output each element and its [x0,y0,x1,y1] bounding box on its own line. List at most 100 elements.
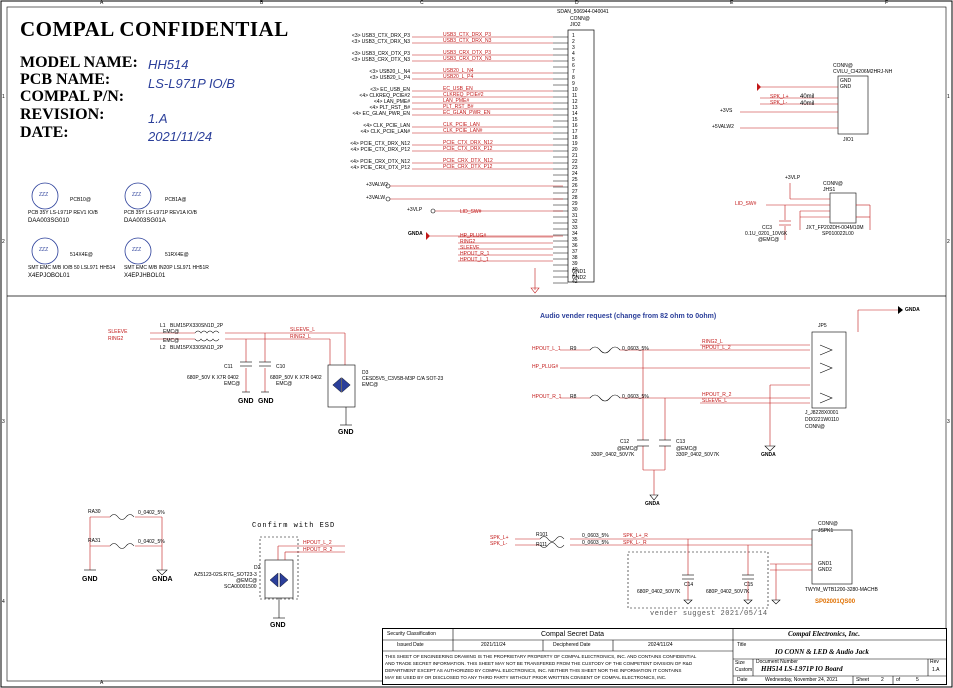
pcb1-pn: DAA003SG010 [28,218,70,224]
pcb-name-key: PCB NAME: [20,71,111,88]
jio1-ref: CONN@ [833,63,853,69]
jio1-width-1: 40mil [800,94,815,100]
jio2-power-3valw: +3VALW [366,195,386,201]
jio2-pin-number: 30 [572,207,578,213]
tb-of-val: 5 [916,677,919,683]
jio2-net-label: CLKREQ_PCIE#2 [443,92,484,98]
spk-r111: R111 [536,542,548,548]
jio2-net-label: PCIE_CRX_DTX_P12 [443,164,493,170]
spk-conn-part: TWYM_WTB1200-3280-MACHB [805,587,878,593]
jio2-pin-number: 3 [572,45,575,51]
jio2-pin-number: 37 [572,249,578,255]
jio2-pin-number: 17 [572,129,578,135]
smt1-ref: 514X4E@ [70,252,93,258]
jio2-pin-number: 5 [572,57,575,63]
jio2-net-label: USB3_CRX_DTX_P3 [443,50,492,56]
esd-gnd-ra: GND [82,576,98,583]
revision-value: 1.A [148,111,168,126]
jio2-pin-number: 31 [572,213,578,219]
filter-gnd-c11: GND [238,398,254,405]
esd-hpout-l: HPOUT_L_2 [303,540,332,546]
tb-issued-val: 2021/11/24 [481,642,506,648]
jio2-net-hpout-r: HPOUT_R_1 [460,251,490,257]
jack-gnda-caps: GNDA [645,501,660,507]
jio1-part: CVILU_CI4206M2HRJ-NH [833,69,893,75]
jio2-net-label: PCIE_CTX_DRX_P12 [443,146,493,152]
jio2-net-label: LAN_PME# [443,98,470,104]
spk-l-plus: SPK_L+ [490,535,509,541]
filter-c11-val: 680P_50V K X7R 0402 [187,375,239,381]
jack-r9-val: 0_0603_5% [622,346,649,352]
jio2-pin-number: 1 [572,33,575,39]
tb-date-label: Date [737,677,748,683]
border-col-e: E [730,0,734,6]
jio2-net-label: EC_GLAN_PWR_EN [443,110,491,116]
jio2-left-signal: <4> EC_GLAN_PWR_EN [352,111,410,117]
jack-r9: R9 [570,346,577,352]
jack-c12-val: 330P_0402_50V7K [591,452,635,458]
jio1-spk-l-plus: SPK_L+ [770,94,789,100]
filter-c10-val: 680P_50V K X7R 0402 [270,375,322,381]
filter-d3-opt: EMC@ [362,382,379,388]
jio2-net-sleeve: SLEEVE [460,245,480,251]
jio2-left-signal: <3> USB20_L_P4 [369,75,410,81]
jio2-gnd1: GND1 [572,269,586,275]
jio2-pin-number: 11 [572,93,578,99]
lid-cap-val: 0.1U_0201_10V6K [745,231,788,237]
jack-c12: C12 [620,439,630,445]
pcb1-desc: PCB 35Y LS-L971P REV1 IO/B [28,210,98,216]
jio2-pin-number: 6 [572,63,575,69]
jio2-pin-number: 18 [572,135,578,141]
date-key: DATE: [20,124,69,141]
jack-hp-plug: HP_PLUG# [532,364,559,370]
filter-sleeve-l: SLEEVE_L [290,327,316,333]
jio2-left-signal: <3> USB20_L_N4 [369,69,410,75]
filter-l1-val: BLM15PX330SN1D_2P [170,323,224,329]
jio2-pin-number: 27 [572,189,578,195]
filter-l2-val: BLM15PX330SN1D_2P [170,345,224,351]
jio2-net-label: USB20_L_P4 [443,74,474,80]
jack-gnda-conn: GNDA [761,452,776,458]
spk-l-r: SPK_L+_R [623,533,648,539]
pcb1-ref: PCB10@ [70,197,91,203]
model-name-key: MODEL NAME: [20,54,138,71]
smt2-ref: 51RX4E@ [165,252,189,258]
filter-ring2: RING2 [108,336,124,342]
title-block: Security Classification Compal Secret Da… [382,628,947,685]
title-block-grid [383,629,946,684]
jack-conn-pn: DD0221W0110 [805,417,839,423]
lid-ref: CONN@ [823,181,843,187]
jio2-net-ring2: RING2 [460,239,476,245]
jio1-name: JIO1 [843,137,854,143]
jio1-gnd-2: GND [840,84,852,90]
jio2-pin-number: 33 [572,225,578,231]
jio1-gnd-1: GND [840,78,852,84]
jio1-width-2: 40mil [800,101,815,107]
jio2-pin-number: 20 [572,147,578,153]
jio2-pin-number: 39 [572,261,578,267]
jio2-pin-number: 38 [572,255,578,261]
filter-ring2-l: RING2_L [290,334,311,340]
esd-d2-pn: SCA00001500 [224,584,257,590]
jack-c13: C13 [676,439,686,445]
jio2-left-signal: <4> PCIE_CTX_DRX_P12 [350,147,410,153]
smt1-desc: SMT EMC M/B IO/B 50 LSL971 HH514 [28,265,116,271]
tb-rev-label: Rev [930,659,939,665]
border-row-2-right: 2 [947,239,950,245]
border-row-3: 3 [2,419,5,425]
tb-sec-class: Security Classification [387,631,436,637]
spk-conn-gnd1: GND1 [818,561,832,567]
jio2-power-3valw2: +3VALW2 [366,182,388,188]
filter-d3-val: CESD5V5_C3V5B-M3P C/A SOT-23 [362,376,444,382]
jio2-pin-number: 32 [572,219,578,225]
jio2-pin-number: 36 [572,243,578,249]
esd-d2-opt: @EMC@ [236,578,258,584]
jio2-pin-number: 10 [572,87,578,93]
jio2-pin-number: 41 [572,273,578,279]
tb-sheet-val: 2 [881,677,884,683]
jio2-net-label: PCIE_CTX_DRX_N12 [443,140,493,146]
spk-r111-val: 0_0603_5% [582,540,609,546]
tb-deciphered-val: 2024/11/24 [648,642,673,648]
jack-r8-val: 0_0603_5% [622,394,649,400]
